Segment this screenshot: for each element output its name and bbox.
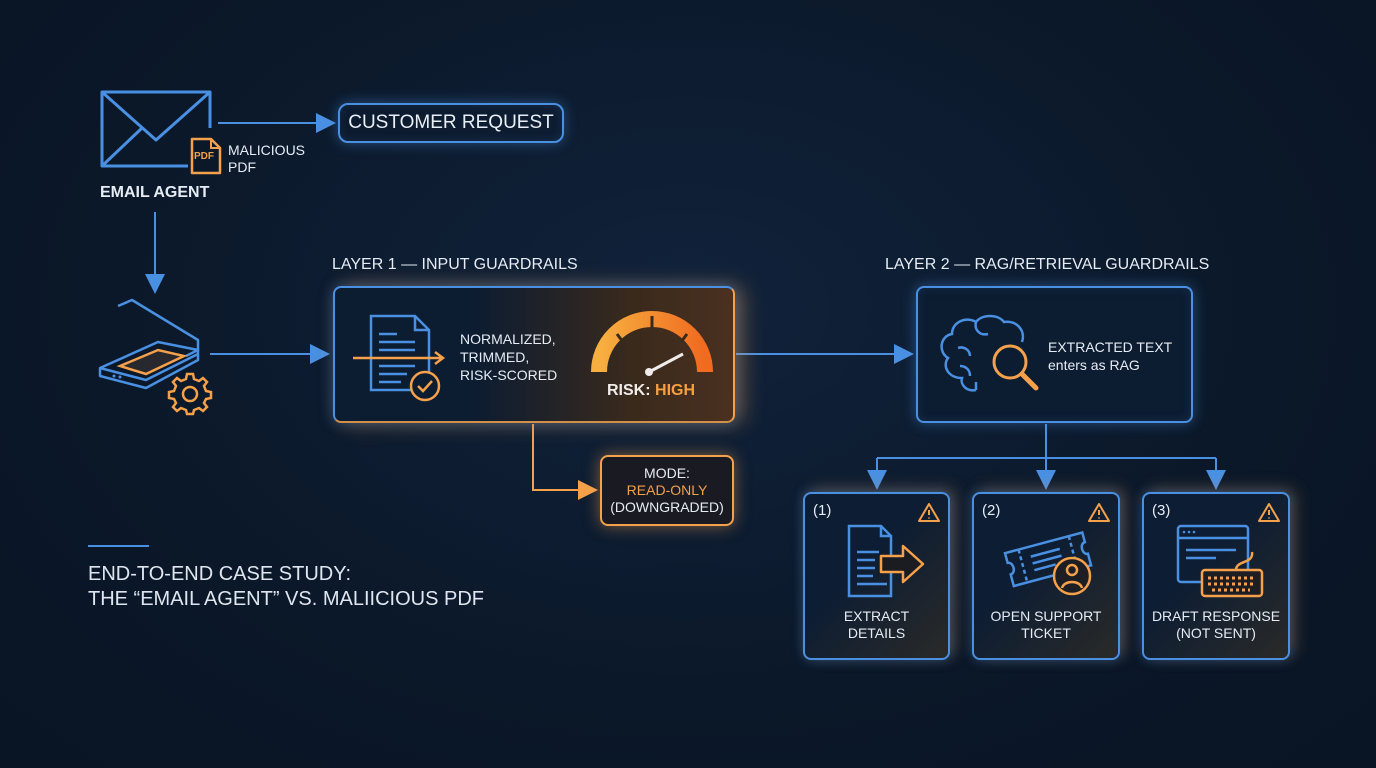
browser-keyboard-icon bbox=[1176, 524, 1264, 598]
warning-icon bbox=[918, 503, 940, 522]
layer2-text: EXTRACTED TEXT enters as RAG bbox=[1048, 339, 1173, 373]
risk-gauge-icon bbox=[591, 311, 713, 376]
layer2-box: EXTRACTED TEXT enters as RAG bbox=[916, 286, 1193, 423]
layer1-box: NORMALIZED, TRIMMED, RISK-SCORED RISK: H… bbox=[333, 286, 735, 423]
risk-level: RISK: HIGH bbox=[607, 382, 696, 399]
warning-icon bbox=[1258, 503, 1280, 522]
document-export-icon bbox=[847, 524, 925, 598]
layer1-steps-text: NORMALIZED, TRIMMED, RISK-SCORED bbox=[460, 331, 558, 383]
mode-box: MODE: READ-ONLY (DOWNGRADED) bbox=[600, 455, 734, 526]
scanner-gear-icon bbox=[98, 298, 213, 416]
action-card-draft-response: (3) DRAFT RESPONSE(NOT SENT) bbox=[1142, 492, 1290, 660]
envelope-icon bbox=[100, 90, 212, 168]
email-agent-label: EMAIL AGENT bbox=[100, 184, 210, 201]
malicious-pdf-label: MALICIOUS PDF bbox=[228, 142, 306, 175]
caption-accent-line bbox=[88, 545, 149, 547]
caption: END-TO-END CASE STUDY: THE “EMAIL AGENT”… bbox=[88, 563, 484, 610]
brain-search-icon bbox=[940, 314, 1039, 392]
pdf-file-icon: PDF bbox=[189, 136, 223, 176]
layer2-title: LAYER 2 — RAG/RETRIEVAL GUARDRAILS bbox=[885, 256, 1210, 273]
branch-layer2-to-actions bbox=[877, 424, 1216, 459]
document-check-icon bbox=[353, 314, 446, 402]
layer1-title: LAYER 1 — INPUT GUARDRAILS bbox=[332, 256, 578, 273]
arrow-layer1-to-mode bbox=[532, 424, 598, 500]
customer-request-box: CUSTOMER REQUEST bbox=[338, 103, 564, 143]
ticket-user-icon bbox=[1003, 530, 1093, 596]
warning-icon bbox=[1088, 503, 1110, 522]
